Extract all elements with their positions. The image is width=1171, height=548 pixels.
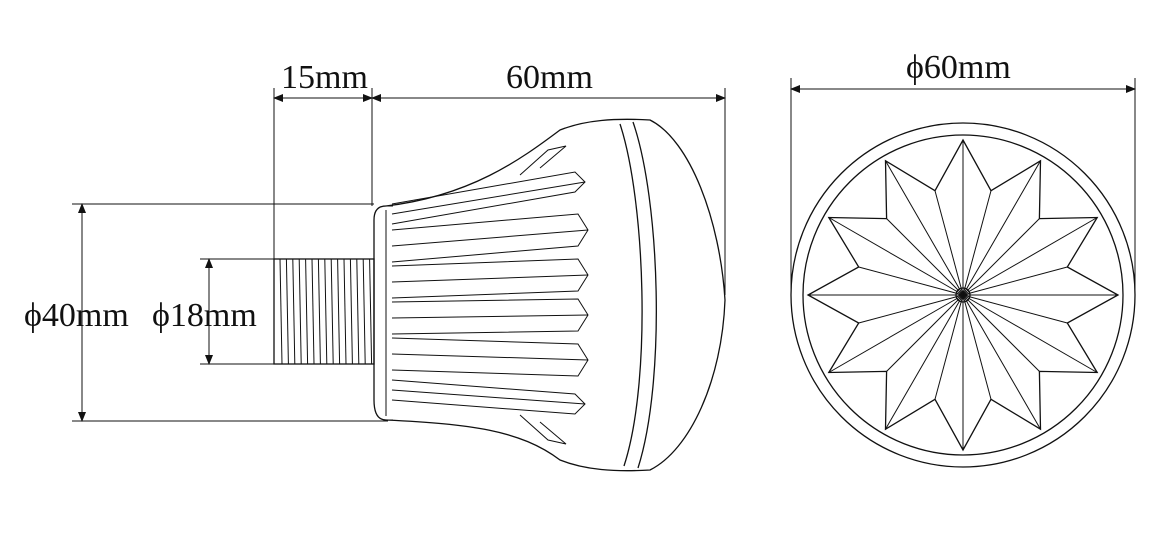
star-ray xyxy=(886,218,964,296)
thread-line xyxy=(285,258,289,365)
star-ray xyxy=(858,294,964,324)
label-phi40mm: ϕ40mm xyxy=(24,297,129,334)
flute-edge-bottom xyxy=(519,414,567,445)
star-ray xyxy=(934,190,964,296)
star-ray xyxy=(858,266,964,296)
star-ray xyxy=(962,294,1068,324)
thread-line xyxy=(337,258,341,365)
flute-crease xyxy=(391,353,589,361)
label-60mm: 60mm xyxy=(506,59,593,96)
thread-line xyxy=(324,258,328,365)
star-ray xyxy=(828,217,964,296)
star-ray xyxy=(962,266,1068,296)
thread-line xyxy=(362,258,366,365)
star-ray xyxy=(962,218,1040,296)
thread-line xyxy=(298,258,302,365)
inner-circle xyxy=(802,134,1124,456)
label-15mm: 15mm xyxy=(281,59,368,96)
thread-line xyxy=(279,258,283,365)
thread-line xyxy=(311,258,315,365)
body-flange xyxy=(373,205,387,421)
thread-line xyxy=(305,258,309,365)
star-ray xyxy=(886,294,964,372)
side-view xyxy=(273,118,726,472)
body-flutes xyxy=(391,145,589,445)
rim-line-outer xyxy=(619,123,643,467)
star-ray xyxy=(962,294,1041,430)
thread-line xyxy=(330,258,334,365)
star-ray xyxy=(962,294,1040,372)
flute-crease xyxy=(391,274,589,283)
flute-edge-top xyxy=(519,145,567,176)
star-ray xyxy=(962,190,992,296)
knob-body-outline xyxy=(385,118,726,472)
star-rays xyxy=(808,140,1118,450)
flute-crease xyxy=(391,389,586,405)
dimension-labels: 15mm 60mm ϕ60mm ϕ40mm ϕ18mm xyxy=(24,49,1011,334)
star-ray xyxy=(962,294,1098,373)
thread-line xyxy=(356,258,360,365)
star-ray xyxy=(934,294,964,400)
dimension-lines xyxy=(72,78,1136,422)
threaded-stem xyxy=(273,258,375,365)
thread-line xyxy=(343,258,347,365)
flute-crease xyxy=(391,229,589,247)
thread-line xyxy=(317,258,321,365)
label-phi18mm: ϕ18mm xyxy=(152,297,257,334)
star-ray xyxy=(962,294,992,400)
thread-line xyxy=(292,258,296,365)
thread-line xyxy=(369,258,373,365)
star-ray xyxy=(885,160,964,296)
star-ray xyxy=(962,160,1041,296)
star-ray xyxy=(828,294,964,373)
thread-line xyxy=(349,258,353,365)
center-hub xyxy=(955,287,971,303)
star-ray xyxy=(962,217,1098,296)
label-phi60mm: ϕ60mm xyxy=(906,49,1011,86)
flute-crease xyxy=(391,314,589,319)
front-view xyxy=(790,122,1136,468)
star-ray xyxy=(885,294,964,430)
flute-crease xyxy=(391,181,586,215)
rim-line-inner xyxy=(632,121,657,469)
